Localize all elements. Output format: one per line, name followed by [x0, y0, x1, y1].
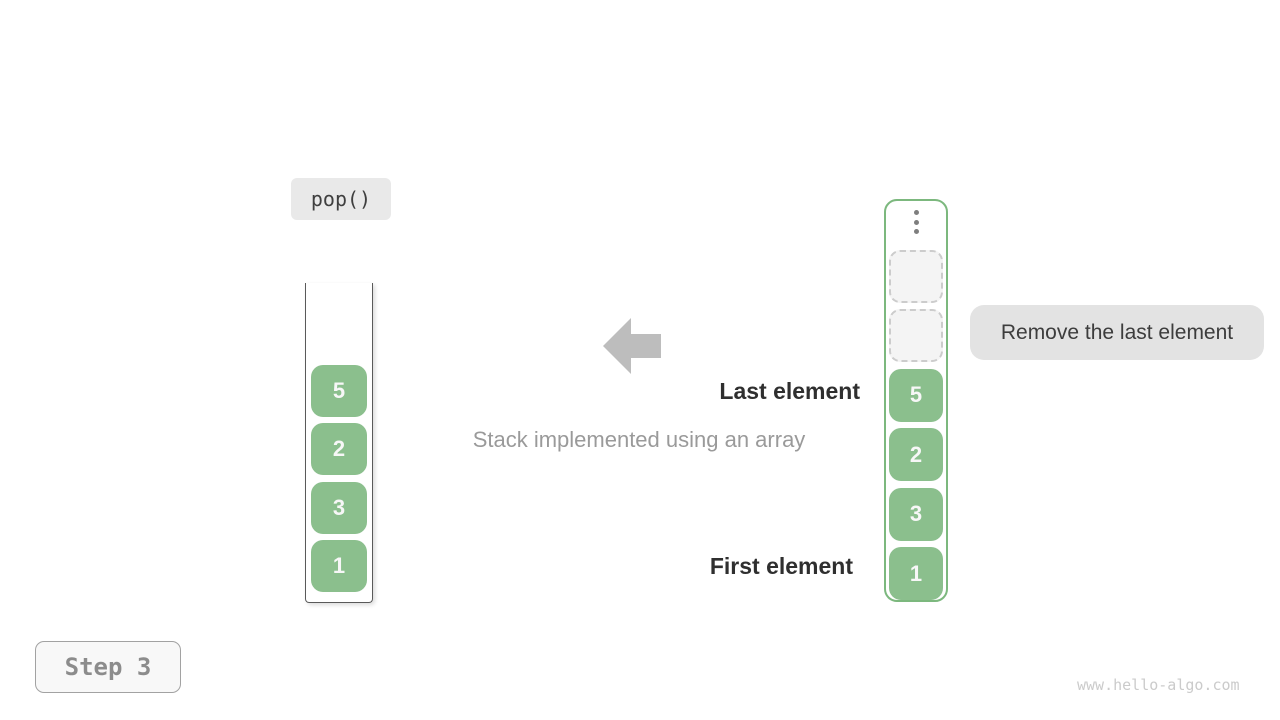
stack-cell: 2 [311, 423, 367, 475]
action-annotation-label: Remove the last element [1000, 320, 1234, 344]
stack-cell-value: 3 [332, 494, 346, 520]
array-cell-value: 3 [909, 501, 923, 526]
array-empty-slot [889, 249, 943, 303]
array-cell-value: 2 [909, 441, 923, 467]
array-cell: 1 [889, 547, 943, 600]
stack-container: 5 2 3 1 [305, 283, 373, 603]
step-label: Step 3 [64, 653, 152, 681]
watermark: www.hello-algo.com [1077, 676, 1240, 694]
array-container: 5 2 3 1 [884, 199, 948, 602]
stack-cell-value: 5 [332, 377, 346, 403]
array-empty-slot [889, 309, 943, 362]
stack-cell-value: 1 [332, 553, 346, 578]
arrow-left-icon [603, 318, 661, 374]
operation-badge: pop() [291, 178, 391, 220]
action-annotation-badge: Remove the last element [970, 305, 1264, 360]
stack-cell: 1 [311, 540, 367, 592]
array-cell-value: 1 [909, 560, 923, 586]
step-badge: Step 3 [35, 641, 181, 693]
vertical-ellipsis-icon [913, 210, 919, 234]
array-cell-value: 5 [909, 382, 923, 407]
stack-cell: 5 [311, 364, 367, 417]
stack-cell-value: 2 [332, 436, 346, 461]
diagram-caption: Stack implemented using an array [472, 427, 806, 452]
first-element-label: First element [709, 553, 853, 579]
last-element-label: Last element [719, 378, 860, 404]
array-cell: 2 [889, 428, 943, 481]
operation-label: pop() [310, 187, 372, 211]
array-cell: 5 [889, 368, 943, 422]
array-cell: 3 [889, 487, 943, 541]
stack-cell: 3 [311, 481, 367, 534]
